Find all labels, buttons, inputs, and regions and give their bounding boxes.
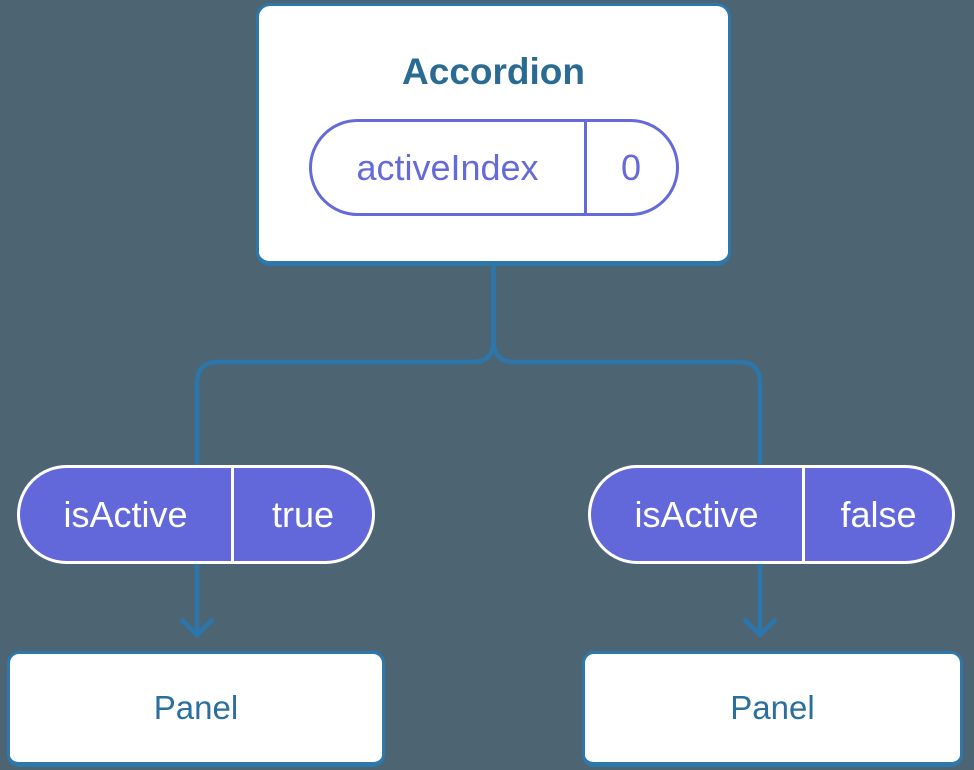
connector-right-branch bbox=[491, 262, 763, 634]
state-value-label: 0 bbox=[620, 146, 642, 188]
panel-component-box-right: Panel bbox=[582, 651, 963, 767]
state-name-label: activeIndex bbox=[312, 122, 587, 214]
panel-label: Panel bbox=[153, 689, 239, 726]
connector-left-branch bbox=[194, 262, 496, 634]
accordion-title: Accordion bbox=[402, 51, 585, 92]
prop-name-label: isActive bbox=[20, 468, 234, 561]
panel-label: Panel bbox=[730, 689, 815, 726]
panel-component-box-left: Panel bbox=[7, 651, 385, 767]
arrowhead-left-icon bbox=[179, 617, 215, 639]
prop-pill-isactive-true: isActive true bbox=[17, 465, 375, 564]
state-pill-activeindex: activeIndex 0 bbox=[308, 119, 679, 217]
accordion-component-box: Accordion activeIndex 0 bbox=[256, 3, 731, 266]
prop-value-label: false bbox=[840, 493, 917, 535]
arrowhead-right-icon bbox=[742, 617, 778, 639]
prop-pill-isactive-false: isActive false bbox=[588, 465, 955, 564]
prop-value-label: true bbox=[271, 493, 335, 535]
prop-name-label: isActive bbox=[591, 468, 805, 561]
